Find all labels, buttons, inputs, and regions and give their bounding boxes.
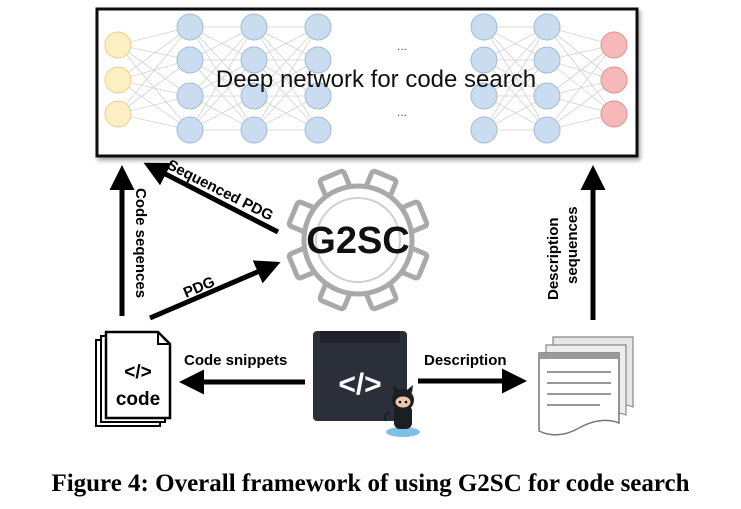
hidden-node	[240, 13, 268, 41]
label-code-snippets: Code snippets	[184, 352, 287, 369]
network-edge	[253, 59, 319, 131]
label-code-sequences: Code seqences	[132, 188, 149, 298]
figure-caption: Figure 4: Overall framework of using G2S…	[51, 470, 690, 497]
hidden-node	[240, 82, 268, 110]
network-edge	[117, 26, 191, 115]
network-edge	[546, 44, 615, 97]
hidden-node	[304, 46, 332, 74]
network-nodes	[104, 13, 628, 144]
code-document-icon: </> code	[95, 330, 172, 427]
hidden-node	[176, 116, 204, 144]
hidden-node	[304, 116, 332, 144]
arrow-pdg	[149, 260, 281, 321]
hidden-node	[176, 13, 204, 41]
network-edge	[483, 26, 548, 131]
network-edge	[253, 26, 319, 97]
network-ellipsis-top: ...	[397, 39, 407, 53]
input-node	[104, 66, 132, 94]
output-node	[600, 100, 628, 128]
hidden-node	[470, 46, 498, 74]
network-edge	[483, 59, 548, 131]
label-description-sequences-2: sequences	[564, 206, 581, 284]
network-edge	[546, 44, 615, 131]
label-description-sequences-1: Description	[545, 217, 562, 300]
hidden-node	[470, 116, 498, 144]
code-document-word: code	[116, 389, 160, 410]
deep-network-box: ... ... Deep network for code search	[95, 7, 639, 158]
hidden-node	[533, 13, 561, 41]
g2sc-label: G2SC	[306, 220, 409, 262]
label-sequenced-pdg: Sequenced PDG	[164, 156, 276, 224]
hidden-node	[240, 116, 268, 144]
network-edge	[189, 26, 255, 131]
arrow-sequenced-pdg	[143, 162, 280, 235]
hidden-node	[470, 13, 498, 41]
input-node	[104, 31, 132, 59]
input-node	[104, 100, 132, 128]
output-node	[600, 66, 628, 94]
network-edge	[117, 59, 191, 115]
octocat-icon	[384, 385, 420, 437]
description-document-icon	[538, 336, 634, 436]
hidden-node	[176, 82, 204, 110]
label-description: Description	[424, 352, 507, 369]
code-repository-icon: </>	[313, 331, 407, 421]
code-document-tag: </>	[124, 362, 151, 383]
hidden-node	[240, 46, 268, 74]
network-edge	[546, 26, 615, 81]
network-edge	[189, 26, 255, 97]
network-ellipsis-bottom: ...	[397, 105, 407, 119]
network-edge	[546, 79, 615, 131]
network-edge	[483, 26, 548, 97]
hidden-node	[533, 46, 561, 74]
network-edge	[117, 26, 191, 81]
hidden-node	[304, 82, 332, 110]
hidden-node	[304, 13, 332, 41]
repository-glyph: </>	[338, 368, 381, 401]
hidden-node	[533, 116, 561, 144]
hidden-node	[470, 82, 498, 110]
network-edge	[189, 59, 255, 131]
hidden-node	[533, 82, 561, 110]
network-edge	[253, 26, 319, 131]
g2sc-gear: G2SC	[286, 168, 430, 312]
network-label: Deep network for code search	[216, 66, 536, 93]
output-node	[600, 31, 628, 59]
hidden-node	[176, 46, 204, 74]
